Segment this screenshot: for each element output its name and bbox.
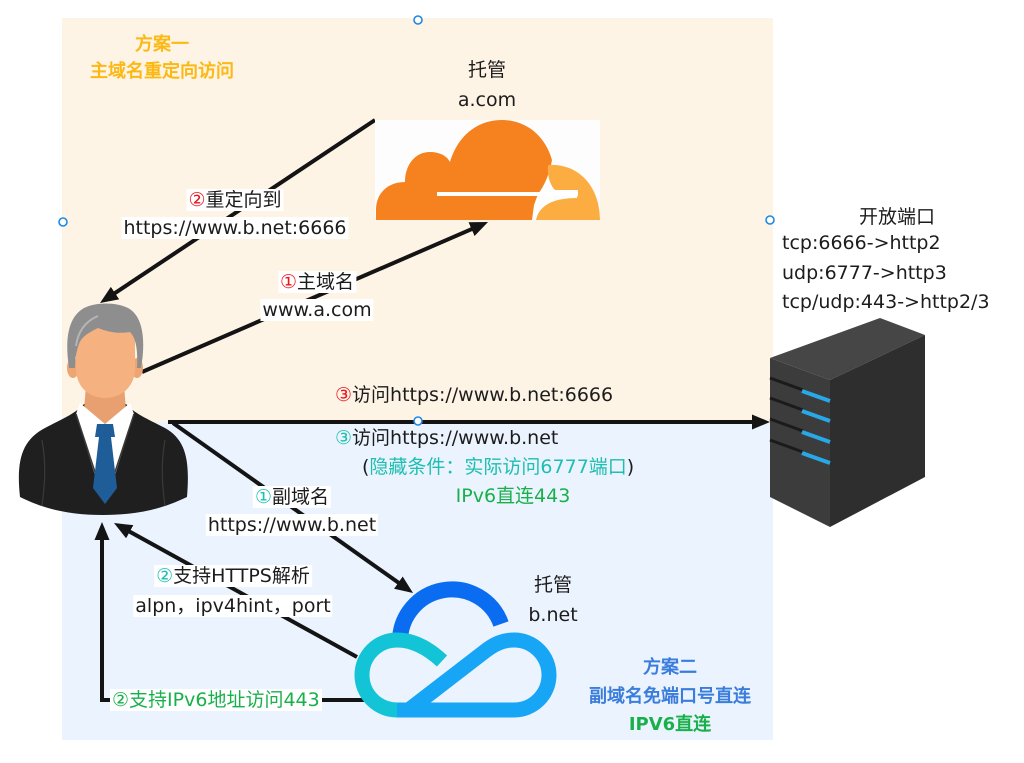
server-led bbox=[801, 409, 831, 423]
scheme2-subtitle: 副域名免端口号直连 bbox=[589, 685, 751, 707]
label-s1-step1-main-domain: ①主域名 www.a.com bbox=[260, 268, 374, 324]
step-number: ② bbox=[188, 189, 206, 211]
server-port-item: tcp/udp:443->http2/3 bbox=[782, 291, 990, 313]
selection-handle-left[interactable] bbox=[58, 217, 68, 227]
step-number: ③ bbox=[335, 427, 353, 449]
avatar-hair bbox=[67, 303, 144, 368]
step-title-text: 重定向到 bbox=[205, 189, 282, 211]
cloudflare-cloud-icon bbox=[375, 120, 600, 220]
step-title: ②重定向到 bbox=[186, 189, 284, 211]
tencent-cloud-top-arc bbox=[391, 581, 509, 643]
paren-open: ( bbox=[362, 456, 370, 478]
scheme1-heading: 方案一 主域名重定向访问 bbox=[90, 31, 234, 85]
scheme2-title: 方案二 bbox=[643, 657, 697, 678]
step-title-text: 支持HTTPS解析 bbox=[173, 565, 310, 587]
tencent-cloud-left-loop bbox=[354, 632, 448, 718]
cloudflare-host-label: 托管 bbox=[467, 59, 507, 81]
step-number: ① bbox=[279, 271, 298, 293]
step-title: ②支持HTTPS解析 bbox=[154, 565, 312, 587]
step-detail: www.a.com bbox=[260, 299, 374, 321]
step-title-text: 访问https://www.b.net:6666 bbox=[352, 384, 614, 406]
server-side-face bbox=[830, 335, 925, 527]
tencent-label: 托管 b.net bbox=[528, 570, 577, 630]
label-s2-step3-access: ③访问https://www.b.net bbox=[335, 424, 558, 452]
server-port-item: tcp:6666->http2 bbox=[782, 232, 941, 254]
paren-close: ) bbox=[626, 456, 635, 478]
scheme1-title: 方案一 bbox=[135, 34, 189, 55]
label-s2-step2-ipv6: ②支持IPv6地址访问443 bbox=[110, 686, 322, 714]
label-s2-hidden-condition: (隐藏条件：实际访问6777端口) bbox=[362, 453, 634, 481]
step-title: ①主域名 bbox=[277, 271, 357, 293]
server-slot bbox=[769, 396, 804, 412]
step-title-text: 访问https://www.b.net bbox=[352, 427, 559, 449]
server-led bbox=[801, 430, 831, 444]
avatar-hair-highlight bbox=[75, 315, 99, 347]
tencent-cloud-icon bbox=[354, 581, 557, 718]
arrow-s2-step2-https-record-to-user bbox=[113, 523, 358, 659]
step-detail: alpn，ipv4hint，port bbox=[133, 595, 333, 617]
arrow-s1-step1-to-cloudflare bbox=[141, 222, 489, 374]
avatar-suit-seam bbox=[161, 439, 166, 507]
user-avatar-icon bbox=[18, 303, 188, 515]
step-number: ② bbox=[112, 689, 130, 711]
selection-handle-top[interactable] bbox=[413, 15, 423, 25]
server-port-list: tcp:6666->http2 udp:6777->http3 tcp/udp:… bbox=[782, 229, 990, 318]
selection-handle-right[interactable] bbox=[765, 215, 775, 225]
label-s1-step3-access: ③访问https://www.b.net:6666 bbox=[335, 381, 613, 409]
server-slot bbox=[769, 376, 804, 392]
cloudflare-cloud-small bbox=[536, 164, 600, 220]
step-title: ①副域名 bbox=[252, 486, 332, 508]
server-icon bbox=[769, 318, 925, 527]
label-s2-ipv6-note: IPv6直连443 bbox=[455, 485, 571, 507]
cloudflare-cloud-stripe bbox=[437, 192, 578, 196]
step-title-text: 主域名 bbox=[297, 271, 355, 293]
scheme2-heading: 方案二 副域名免端口号直连 IPV6直连 bbox=[589, 654, 751, 740]
label-s2-step2-https-record: ②支持HTTPS解析 alpn，ipv4hint，port bbox=[133, 561, 333, 621]
step-detail: https://www.b.net:6666 bbox=[121, 217, 349, 239]
scheme1-subtitle: 主域名重定向访问 bbox=[90, 61, 234, 82]
step-detail: https://www.b.net bbox=[205, 514, 379, 536]
cloudflare-domain: a.com bbox=[457, 89, 517, 111]
tencent-host-label: 托管 bbox=[533, 574, 572, 596]
server-front-face bbox=[770, 358, 830, 527]
avatar-tie bbox=[93, 437, 117, 504]
step-number: ② bbox=[156, 565, 174, 587]
step-title-text: 支持IPv6地址访问443 bbox=[129, 689, 320, 711]
hidden-condition-text: 隐藏条件：实际访问6777端口 bbox=[369, 456, 627, 478]
server-slot bbox=[769, 417, 804, 433]
label-s2-step1-sub-domain: ①副域名 https://www.b.net bbox=[205, 483, 379, 539]
server-port-item: udp:6777->http3 bbox=[782, 261, 947, 284]
step-number: ① bbox=[254, 486, 273, 508]
server-title: 开放端口 bbox=[858, 206, 936, 228]
server-top-face bbox=[770, 318, 925, 380]
step-title-text: 副域名 bbox=[272, 486, 330, 508]
scheme2-note: IPV6直连 bbox=[628, 714, 712, 735]
avatar-tie-knot bbox=[95, 424, 115, 437]
tencent-domain: b.net bbox=[528, 604, 578, 626]
cloudflare-label: 托管 a.com bbox=[458, 55, 516, 115]
step-number: ③ bbox=[335, 384, 353, 406]
server-led bbox=[801, 451, 831, 465]
label-s1-step2-redirect: ②重定向到 https://www.b.net:6666 bbox=[121, 186, 349, 242]
tencent-cloud-right-loop bbox=[397, 632, 557, 718]
avatar-face bbox=[76, 312, 135, 398]
server-led bbox=[801, 389, 831, 403]
server-slot bbox=[769, 438, 804, 454]
selection-handle-center[interactable] bbox=[413, 416, 423, 426]
step-title: ②支持IPv6地址访问443 bbox=[110, 689, 322, 711]
avatar-suit-seam bbox=[41, 439, 46, 507]
